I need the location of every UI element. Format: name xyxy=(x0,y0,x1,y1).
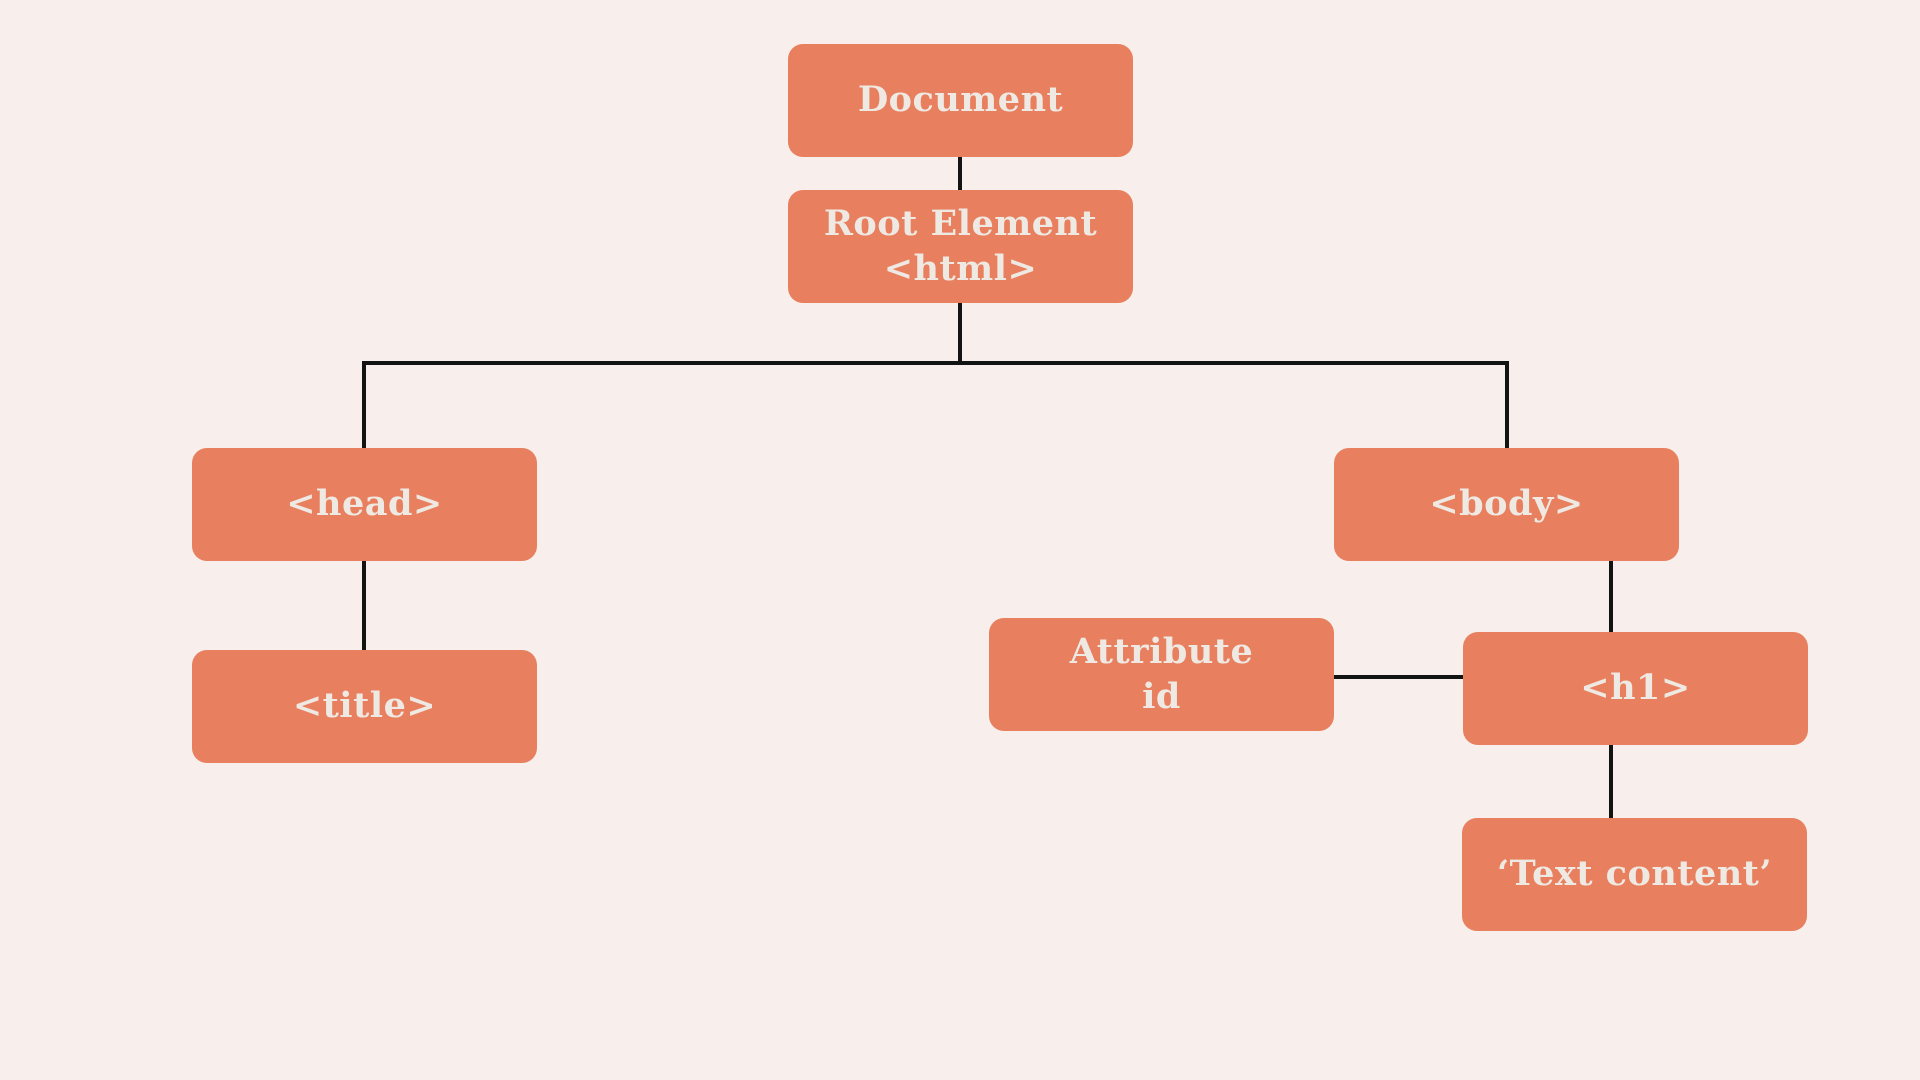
node-title-label: <title> xyxy=(292,685,437,727)
node-text-content: ‘Text content’ xyxy=(1462,818,1807,931)
node-h1-label: <h1> xyxy=(1580,667,1691,709)
node-title: <title> xyxy=(192,650,537,763)
node-body-label: <body> xyxy=(1429,483,1584,525)
node-head-label: <head> xyxy=(286,483,443,525)
node-body: <body> xyxy=(1334,448,1679,561)
node-attribute-id: Attribute id xyxy=(989,618,1334,731)
node-document-label: Document xyxy=(857,79,1064,121)
node-document: Document xyxy=(788,44,1133,157)
node-attribute-id-label: Attribute id xyxy=(1069,631,1254,717)
node-root-element-html: Root Element <html> xyxy=(788,190,1133,303)
node-root-element-label: Root Element <html> xyxy=(823,203,1098,289)
connector-branch-head-body xyxy=(362,361,1509,450)
node-head: <head> xyxy=(192,448,537,561)
node-text-content-label: ‘Text content’ xyxy=(1496,853,1773,895)
node-h1: <h1> xyxy=(1463,632,1808,745)
